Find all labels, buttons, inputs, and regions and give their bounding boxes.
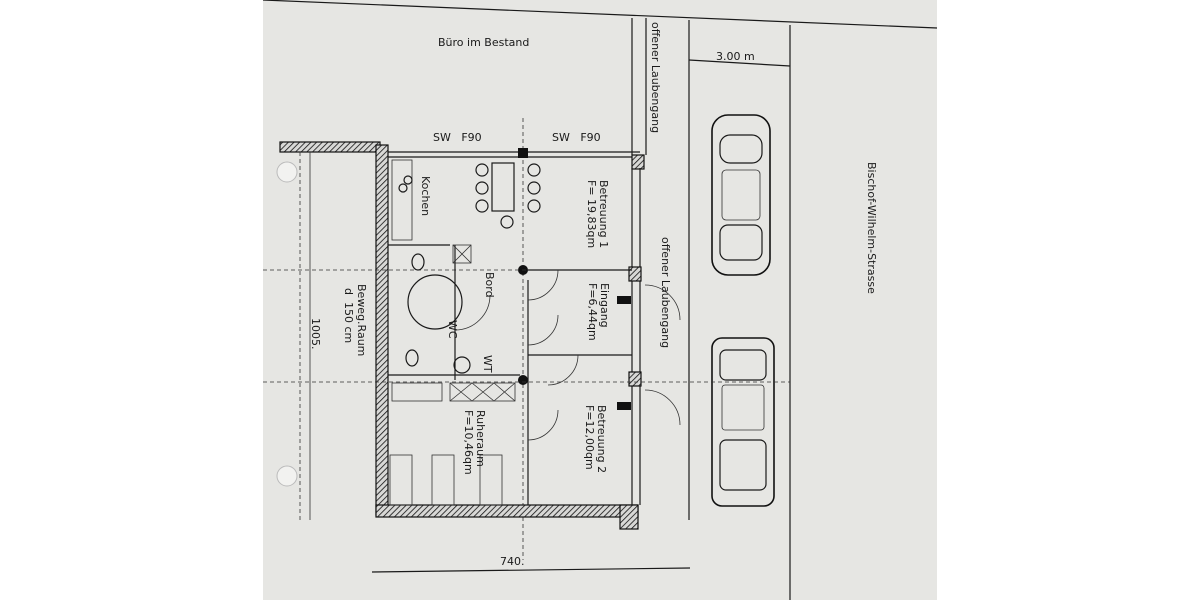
- column: [631, 154, 645, 170]
- dining-table: [475, 162, 541, 229]
- room-care1-area: F= 19,83qm: [585, 180, 598, 248]
- room-washtable: WT: [481, 355, 494, 373]
- column: [518, 148, 528, 158]
- sign-icon: [617, 402, 631, 410]
- toilet-icon: [411, 253, 425, 271]
- existing-office-label: Büro im Bestand: [438, 36, 529, 49]
- dimension-line: [371, 567, 691, 573]
- wall-west: [375, 144, 389, 516]
- door: [644, 389, 681, 426]
- wall-label: SW F90: [433, 131, 482, 144]
- parking-width-label: 3.00 m: [716, 50, 755, 63]
- dimension-line: [688, 59, 791, 67]
- punch-hole: [276, 161, 298, 183]
- column: [628, 371, 642, 387]
- cabinet: [452, 244, 472, 264]
- room-rest-name: Ruheraum: [474, 410, 487, 467]
- door: [454, 294, 491, 331]
- cabinet: [452, 244, 472, 264]
- movement-diameter-label: d 150 cm: [342, 288, 355, 343]
- lockers: [449, 382, 516, 402]
- width-dimension: 740.: [500, 555, 525, 568]
- door: [547, 354, 579, 386]
- room-shelf: Bord: [483, 272, 496, 298]
- wall: [619, 504, 639, 530]
- room-entrance-area: F=6,44qm: [586, 283, 599, 341]
- room-rest-area: F=10,46qm: [462, 410, 475, 475]
- door: [527, 409, 559, 441]
- room-wc: WC: [446, 320, 459, 339]
- kitchen-counter: [391, 159, 413, 241]
- walkway-side-label: offener Laubengang: [659, 237, 672, 348]
- washbasin-icon: [453, 356, 471, 374]
- wall-label: SW F90: [552, 131, 601, 144]
- room-care2-area: F=12,00qm: [583, 405, 596, 470]
- stove-icon: [403, 175, 413, 185]
- room-entrance-name: Eingang: [598, 283, 611, 328]
- wall-south: [375, 504, 639, 518]
- door: [527, 269, 559, 301]
- room-kitchen: Kochen: [419, 176, 432, 216]
- column: [518, 375, 528, 385]
- walkway-top-label: offener Laubengang: [649, 22, 662, 133]
- street-label: Bischof-Wilhelm-Strasse: [865, 162, 878, 294]
- property-line: [262, 0, 938, 29]
- turning-circle: [407, 274, 463, 330]
- door: [644, 284, 681, 321]
- room-care1-name: Betreuung 1: [597, 180, 610, 248]
- stove-icon: [398, 183, 408, 193]
- car-icon: [711, 337, 775, 507]
- door: [527, 314, 559, 346]
- room-care2-name: Betreuung 2: [595, 405, 608, 473]
- column: [628, 266, 642, 282]
- sign-icon: [617, 296, 631, 304]
- car-icon: [711, 114, 771, 276]
- punch-hole: [276, 465, 298, 487]
- wall: [279, 141, 381, 153]
- beds: [389, 454, 503, 506]
- height-dimension: 1005.: [309, 318, 322, 350]
- toilet-icon: [405, 349, 419, 367]
- bench: [391, 382, 443, 402]
- movement-space-label: Beweg.Raum: [355, 284, 368, 356]
